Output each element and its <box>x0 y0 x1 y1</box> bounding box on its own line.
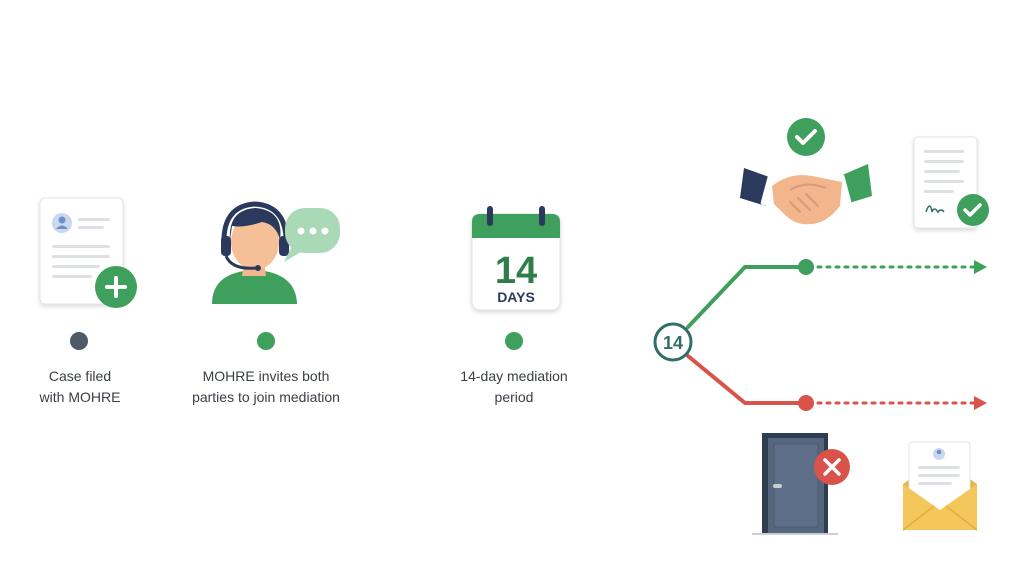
step-label-line: parties to join mediation <box>192 389 340 405</box>
decision-node <box>653 322 693 362</box>
calendar-number: 14 <box>495 250 537 292</box>
handshake-icon <box>740 164 872 225</box>
calendar-icon: 14 DAYS <box>471 206 561 311</box>
success-node <box>798 259 814 275</box>
door-icon <box>752 433 838 535</box>
step-label-line: Case filed <box>48 368 112 384</box>
x-mark-icon <box>814 449 850 485</box>
success-branch-line <box>686 265 808 329</box>
decision-node-number: 14 <box>663 333 683 353</box>
step-label-invite: MOHRE invites both parties to join media… <box>176 366 356 408</box>
failure-arrowhead <box>974 396 987 410</box>
step-label-line: 14-day mediation <box>460 368 568 384</box>
node-case-filed <box>70 332 88 350</box>
node-mediation <box>505 332 523 350</box>
step-label-line: with MOHRE <box>39 389 121 405</box>
failure-branch-line <box>686 354 808 405</box>
node-invite <box>257 332 275 350</box>
step-label-case-filed: Case filed with MOHRE <box>20 366 140 408</box>
success-arrowhead <box>974 260 987 274</box>
step-label-line: MOHRE invites both <box>202 368 330 384</box>
step-label-line: period <box>494 389 534 405</box>
checkmark-icon <box>787 118 825 156</box>
headset-agent-icon <box>212 201 297 304</box>
failure-node <box>798 395 814 411</box>
calendar-unit: DAYS <box>497 289 535 305</box>
document-add-icon <box>39 197 137 308</box>
signed-document-icon <box>913 136 989 229</box>
envelope-letter-icon <box>902 441 978 531</box>
step-label-mediation: 14-day mediation period <box>444 366 584 408</box>
chat-bubble-icon <box>284 208 340 262</box>
